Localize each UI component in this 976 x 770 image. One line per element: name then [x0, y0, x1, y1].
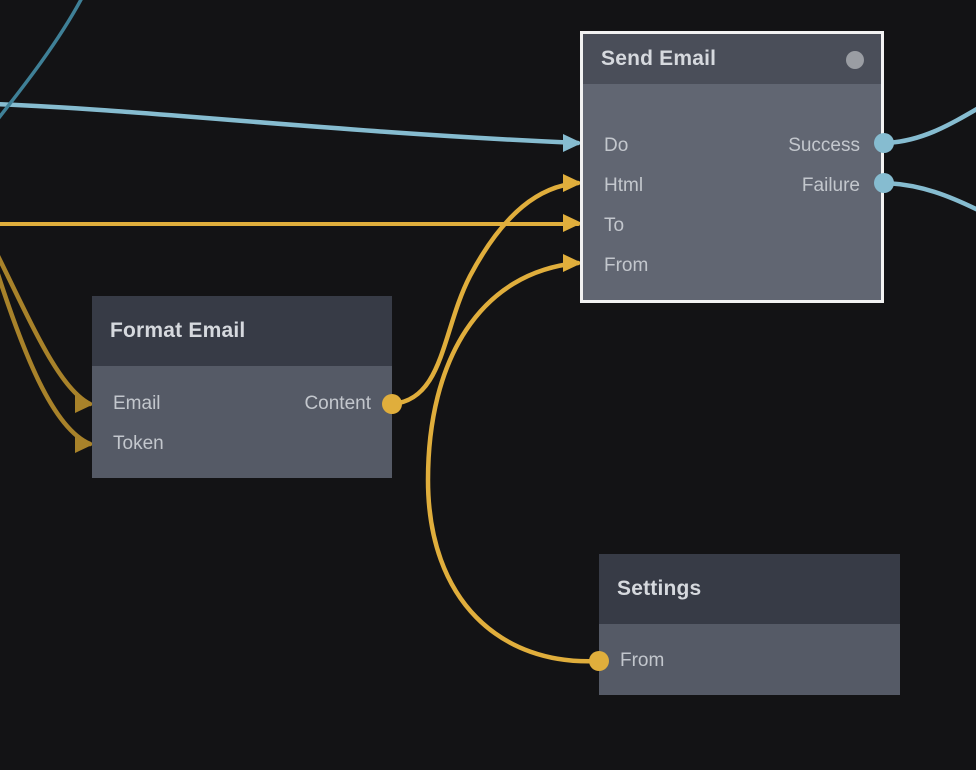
wire-settings-from-to-from[interactable]: [425, 260, 602, 664]
node-title: Settings: [617, 577, 702, 600]
input-port-label-format-email-token[interactable]: Token: [113, 433, 164, 454]
status-dot-icon[interactable]: [846, 51, 864, 69]
wire-content-to-html[interactable]: [389, 180, 581, 407]
node-header-format-email[interactable]: Format Email: [92, 296, 392, 366]
wire-offscreen-exec-to-do[interactable]: [0, 102, 581, 146]
wire-success-to-offscreen[interactable]: [881, 106, 976, 146]
node-title: Format Email: [110, 319, 246, 342]
wire-failure-to-offscreen[interactable]: [881, 180, 976, 212]
input-port-label-send-email-do[interactable]: Do: [604, 135, 629, 156]
input-port-label-send-email-html[interactable]: Html: [604, 175, 644, 196]
node-title: Send Email: [601, 47, 717, 70]
output-port-label-settings-from[interactable]: From: [620, 650, 665, 671]
output-port-label-send-email-failure[interactable]: Failure: [801, 175, 860, 196]
wire-offscreen-data-to-email[interactable]: [0, 248, 93, 407]
input-port-label-format-email-email[interactable]: Email: [113, 393, 161, 414]
output-port-label-send-email-success[interactable]: Success: [788, 135, 860, 156]
input-port-label-send-email-to[interactable]: To: [604, 215, 625, 236]
wire-offscreen-exec-passthrough[interactable]: [0, 0, 84, 124]
node-header-settings[interactable]: Settings: [599, 554, 900, 624]
node-header-send-email[interactable]: Send Email: [583, 34, 881, 84]
output-port-label-format-email-content[interactable]: Content: [304, 393, 371, 414]
input-port-label-send-email-from[interactable]: From: [604, 255, 649, 276]
wire-offscreen-data-to-token[interactable]: [0, 262, 93, 447]
